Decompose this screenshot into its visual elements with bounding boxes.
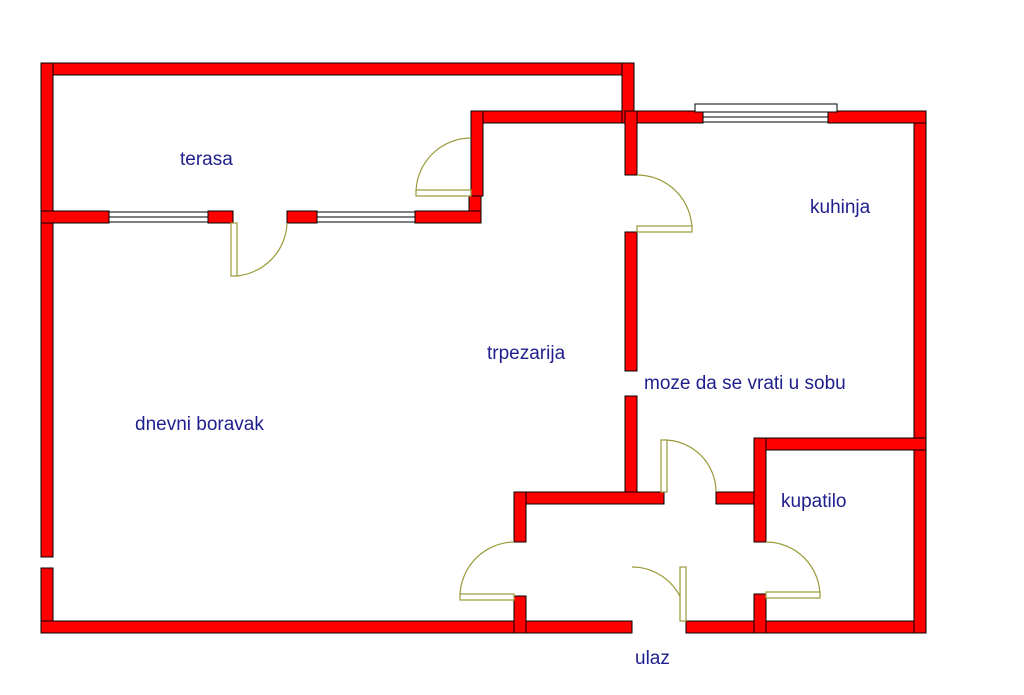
wall-hall-left-upper (513, 491, 527, 543)
wall-right (913, 110, 927, 634)
label-terasa: terasa (180, 149, 233, 170)
wall-hall-top-left (513, 491, 665, 505)
door-hall-living (459, 541, 515, 601)
label-dnevni-boravak: dnevni boravak (135, 414, 264, 435)
label-ulaz: ulaz (635, 648, 670, 669)
wall-bath-left-upper (753, 437, 767, 543)
wall-terrace-base-c (286, 210, 318, 224)
wall-hall-left-lower (513, 595, 527, 634)
window-terrace-left (108, 211, 209, 223)
wall-top-kitchen-left (470, 110, 704, 124)
wall-bath-top (753, 437, 927, 451)
wall-terrace-base-d (414, 210, 482, 224)
label-note-room: moze da se vrati u sobu (644, 373, 846, 394)
wall-bottom-left (40, 620, 633, 634)
windows (108, 103, 838, 223)
wall-terrace-base-a (40, 210, 110, 224)
wall-top-kitchen-right (827, 110, 927, 124)
door-kitchen (636, 174, 693, 233)
label-trpezarija: trpezarija (487, 343, 566, 364)
window-terrace-right (316, 211, 416, 223)
wall-kitchen-divider-low (624, 395, 638, 499)
wall-kitchen-divider-top (624, 110, 638, 176)
door-entrance (631, 566, 687, 622)
wall-left-upper (40, 62, 54, 558)
label-kuhinja: kuhinja (810, 197, 871, 218)
door-terrace-living (230, 222, 288, 277)
door-terrace-dining (415, 137, 472, 197)
window-kitchen (694, 103, 838, 123)
wall-dining-stub (470, 110, 484, 197)
doors (230, 137, 821, 622)
wall-top-terrace (40, 62, 635, 76)
wall-bath-left-lower (753, 593, 767, 634)
door-hall-kitchen (660, 439, 717, 493)
wall-bottom-right (685, 620, 927, 634)
room-labels: terasa kuhinja trpezarija moze da se vra… (135, 149, 871, 669)
wall-kitchen-divider (624, 231, 638, 372)
door-bathroom (765, 541, 821, 599)
interior-walls (40, 62, 927, 634)
label-kupatilo: kupatilo (781, 491, 847, 512)
wall-terrace-base-b (207, 210, 234, 224)
